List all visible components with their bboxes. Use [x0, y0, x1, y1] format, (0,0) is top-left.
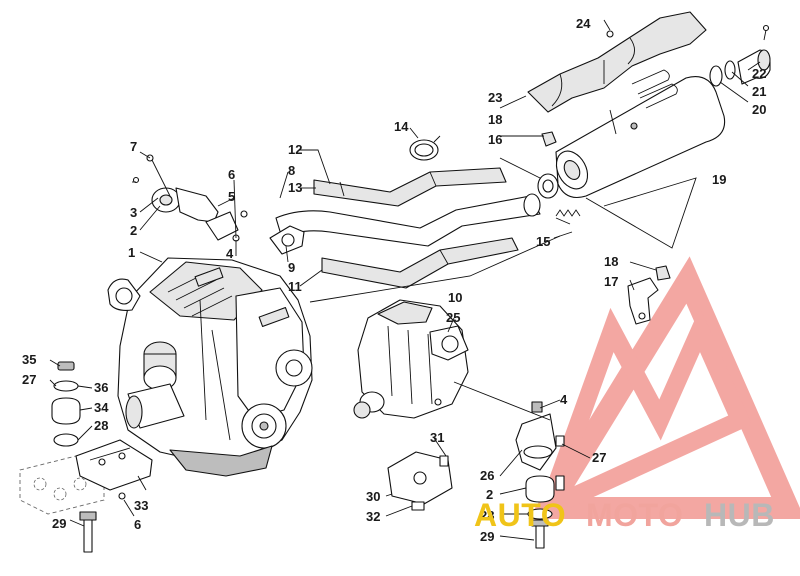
- clamp-part: [409, 135, 441, 161]
- muffler-part: [555, 69, 726, 199]
- callout-18: 18: [488, 112, 502, 127]
- callout-17: 17: [604, 274, 618, 289]
- watermark-moto: MOTO: [586, 497, 683, 533]
- transmission-part: [353, 299, 469, 419]
- callout-18-b: 18: [604, 254, 618, 269]
- callout-35: 35: [22, 352, 36, 367]
- callout-4-b: 4: [560, 392, 568, 407]
- callout-10: 10: [448, 290, 462, 305]
- callout-27: 27: [22, 372, 36, 387]
- leader-lines: [49, 19, 761, 541]
- callout-34: 34: [94, 400, 109, 415]
- callout-29: 29: [52, 516, 66, 531]
- callout-33: 33: [134, 498, 148, 513]
- callout-11: 11: [288, 279, 302, 294]
- callout-30: 30: [366, 489, 380, 504]
- callout-9: 9: [288, 260, 295, 275]
- callout-6: 6: [228, 167, 235, 182]
- callout-8: 8: [288, 163, 295, 178]
- callout-24: 24: [576, 16, 591, 31]
- callout-1: 1: [128, 245, 135, 260]
- engine-part: [107, 257, 313, 477]
- callout-26: 26: [480, 468, 494, 483]
- callout-labels: 1 2 3 7 6 5 4 8 9 12 13 11 10 14 18 23 1…: [22, 16, 766, 544]
- callout-6-b: 6: [134, 517, 141, 532]
- callout-7: 7: [130, 139, 137, 154]
- callout-27-b: 27: [592, 450, 606, 465]
- callout-31: 31: [430, 430, 444, 445]
- right-mount-part: [515, 401, 565, 549]
- engine-mount-part: [19, 361, 153, 553]
- callout-36: 36: [94, 380, 108, 395]
- gasket-part: [537, 131, 671, 281]
- callout-13: 13: [288, 180, 302, 195]
- callout-15: 15: [536, 234, 550, 249]
- callout-19: 19: [712, 172, 726, 187]
- callout-28-b: 28: [480, 508, 494, 523]
- tailpipe-part: [709, 24, 771, 87]
- callout-4: 4: [226, 246, 234, 261]
- heat-shield-part: [527, 11, 707, 113]
- callout-20: 20: [752, 102, 766, 117]
- spring-part: [555, 209, 581, 217]
- watermark-hub: HUB: [704, 497, 775, 533]
- watermark-text: AUTO MOTO HUB: [474, 497, 775, 533]
- callout-3: 3: [130, 205, 137, 220]
- callout-29-b: 29: [480, 529, 494, 544]
- callout-14: 14: [394, 119, 409, 134]
- watermark-auto: AUTO: [474, 497, 566, 533]
- callout-2: 2: [130, 223, 137, 238]
- callout-28: 28: [94, 418, 108, 433]
- watermark-logo-icon: [528, 256, 800, 526]
- callout-32: 32: [366, 509, 380, 524]
- callout-16: 16: [488, 132, 502, 147]
- callout-25: 25: [446, 310, 460, 325]
- cover-plate-part: [387, 451, 453, 511]
- callout-5: 5: [228, 189, 235, 204]
- callout-2-b: 2: [486, 487, 493, 502]
- callout-22: 22: [752, 66, 766, 81]
- callout-12: 12: [288, 142, 302, 157]
- callout-21: 21: [752, 84, 766, 99]
- flange-part: [269, 225, 305, 255]
- exhaust-pipe-part: [275, 167, 541, 289]
- hanger-bracket-part: [627, 277, 659, 325]
- callout-23: 23: [488, 90, 502, 105]
